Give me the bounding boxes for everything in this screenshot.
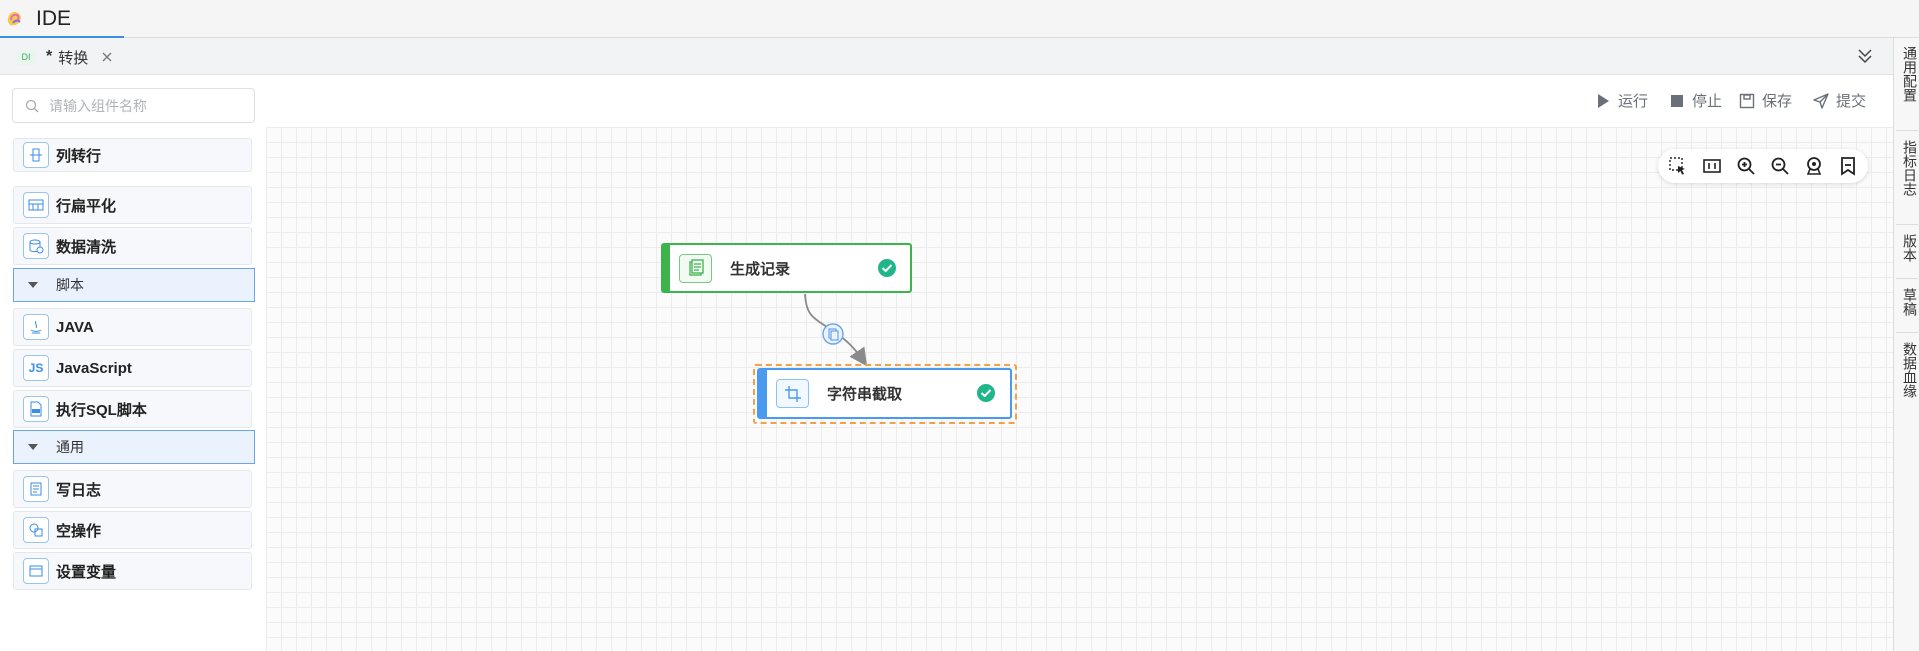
sidebar-item-metrics-log[interactable]: 指标日志 bbox=[1902, 140, 1918, 196]
node-generate-records[interactable]: 生成记录 bbox=[661, 243, 912, 293]
divider bbox=[1896, 224, 1918, 225]
component-write-log[interactable]: 写日志 bbox=[13, 470, 252, 508]
tab-type-badge: DI bbox=[16, 49, 36, 65]
component-label: 行扁平化 bbox=[56, 197, 117, 215]
sidebar-item-general-config[interactable]: 通用配置 bbox=[1902, 46, 1918, 102]
tab-modified-mark: * bbox=[46, 48, 53, 65]
save-button[interactable]: 保存 bbox=[1738, 90, 1792, 111]
selection-frame bbox=[753, 364, 1017, 424]
component-sql-script[interactable]: 执行SQL脚本 bbox=[13, 390, 252, 428]
component-panel: 列转行 行扁平化 数据清洗 脚本 JAVA JS JavaScript 执行SQ… bbox=[0, 75, 266, 651]
app-title: IDE bbox=[36, 7, 72, 30]
stop-button[interactable]: 停止 bbox=[1668, 90, 1722, 111]
set-variable-icon bbox=[23, 558, 49, 584]
group-label: 通用 bbox=[56, 439, 84, 455]
title-bar: IDE bbox=[0, 0, 1919, 38]
component-row-flatten[interactable]: 行扁平化 bbox=[13, 186, 252, 224]
close-icon[interactable] bbox=[100, 50, 114, 64]
tab-label: 转换 bbox=[58, 49, 89, 67]
tab-bar: DI * 转换 bbox=[0, 38, 1893, 75]
java-icon bbox=[23, 314, 49, 340]
double-chevron-down-icon[interactable] bbox=[1856, 47, 1874, 65]
component-label: 写日志 bbox=[56, 481, 102, 499]
node-label: 生成记录 bbox=[730, 260, 791, 278]
bookmark-icon[interactable] bbox=[1838, 156, 1858, 176]
sidebar-item-version[interactable]: 版本 bbox=[1902, 234, 1918, 262]
stop-icon bbox=[1671, 94, 1683, 107]
select-area-icon[interactable] bbox=[1668, 156, 1688, 176]
stop-label: 停止 bbox=[1692, 93, 1723, 110]
tab-transform[interactable]: DI * 转换 bbox=[16, 45, 114, 69]
locate-icon[interactable] bbox=[1804, 156, 1824, 176]
component-label: 执行SQL脚本 bbox=[56, 401, 147, 419]
send-icon bbox=[1813, 92, 1829, 109]
play-icon bbox=[1598, 93, 1609, 108]
sql-script-icon bbox=[23, 396, 49, 422]
component-label: 空操作 bbox=[56, 522, 102, 540]
component-data-clean[interactable]: 数据清洗 bbox=[13, 227, 252, 265]
app-logo-icon bbox=[7, 11, 21, 26]
edge-connector bbox=[804, 293, 868, 367]
component-javascript[interactable]: JS JavaScript bbox=[13, 349, 252, 387]
submit-button[interactable]: 提交 bbox=[1812, 90, 1866, 111]
write-log-icon bbox=[23, 476, 49, 502]
search-input[interactable] bbox=[49, 89, 249, 122]
column-to-row-icon bbox=[23, 142, 49, 168]
noop-icon bbox=[23, 517, 49, 543]
save-icon bbox=[1739, 93, 1755, 108]
component-label: JAVA bbox=[56, 318, 94, 336]
group-script[interactable]: 脚本 bbox=[13, 268, 255, 302]
right-sidebar: 通用配置 指标日志 版本 草稿 数据血缘 bbox=[1893, 38, 1919, 651]
save-label: 保存 bbox=[1762, 93, 1793, 110]
zoom-in-icon[interactable] bbox=[1736, 156, 1756, 176]
caret-down-icon bbox=[28, 444, 38, 450]
copy-edge-icon[interactable] bbox=[821, 322, 845, 346]
component-column-to-row[interactable]: 列转行 bbox=[13, 138, 252, 172]
group-label: 脚本 bbox=[56, 277, 84, 293]
sidebar-item-data-lineage[interactable]: 数据血缘 bbox=[1902, 342, 1918, 398]
component-set-variable[interactable]: 设置变量 bbox=[13, 552, 252, 590]
component-label: 设置变量 bbox=[56, 563, 117, 581]
divider bbox=[1896, 130, 1918, 131]
sidebar-item-draft[interactable]: 草稿 bbox=[1902, 288, 1918, 316]
node-label: 字符串截取 bbox=[827, 386, 903, 403]
check-circle-icon bbox=[977, 384, 995, 402]
fit-view-icon[interactable] bbox=[1702, 156, 1722, 176]
run-button[interactable]: 运行 bbox=[1594, 90, 1648, 111]
generate-records-icon bbox=[679, 253, 712, 283]
search-box bbox=[12, 88, 255, 123]
component-noop[interactable]: 空操作 bbox=[13, 511, 252, 549]
divider bbox=[1896, 278, 1918, 279]
row-flatten-icon bbox=[23, 192, 49, 218]
canvas-tools bbox=[1658, 149, 1868, 183]
check-circle-icon bbox=[878, 259, 896, 277]
component-java[interactable]: JAVA bbox=[13, 308, 252, 346]
submit-label: 提交 bbox=[1836, 93, 1867, 110]
database-clean-icon bbox=[23, 233, 49, 259]
search-icon bbox=[25, 99, 39, 113]
component-label: 数据清洗 bbox=[56, 238, 117, 256]
component-label: 列转行 bbox=[56, 147, 102, 165]
zoom-out-icon[interactable] bbox=[1770, 156, 1790, 176]
node-substring[interactable]: 字符串截取 bbox=[757, 368, 1012, 419]
run-label: 运行 bbox=[1618, 93, 1649, 110]
component-label: JavaScript bbox=[56, 359, 132, 377]
group-general[interactable]: 通用 bbox=[13, 430, 255, 464]
flow-canvas[interactable]: 生成记录 字符串截取 bbox=[266, 127, 1893, 651]
toolbar: 运行 停止 保存 提交 bbox=[266, 75, 1893, 127]
active-window-indicator bbox=[0, 36, 124, 38]
crop-icon bbox=[776, 379, 809, 408]
divider bbox=[1896, 332, 1918, 333]
caret-down-icon bbox=[28, 282, 38, 288]
javascript-icon: JS bbox=[23, 355, 49, 381]
